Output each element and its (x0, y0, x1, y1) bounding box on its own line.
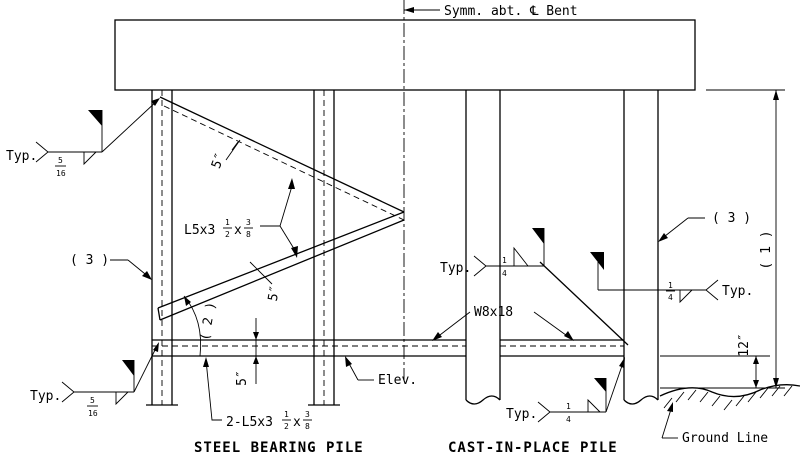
cip-pile-left (465, 90, 501, 405)
ground-line-label: Ground Line (682, 431, 768, 446)
elev-leader (345, 356, 374, 381)
svg-text:1: 1 (284, 410, 289, 419)
brace-member-leader (260, 178, 298, 258)
lower-diagonal-brace (157, 211, 405, 321)
elev-label: Elev. (378, 373, 417, 388)
svg-text:16: 16 (88, 409, 98, 418)
symm-label: Symm. abt. ℄ Bent (444, 4, 578, 19)
dimension-12in (660, 355, 785, 389)
svg-text:4: 4 (668, 293, 673, 302)
svg-text:x: x (234, 223, 242, 238)
dimension-5in-lower-label: 5″ (266, 284, 283, 302)
brace-member-label: L5x3 1 2 x 3 8 (184, 218, 253, 239)
dimension-1 (706, 89, 785, 388)
dimension-5in-upper-label: 5″ (209, 151, 228, 171)
svg-text:1: 1 (566, 402, 571, 411)
dimension-5in-strut (253, 318, 259, 384)
svg-text:4: 4 (502, 269, 507, 278)
dimension-1-label: ( 1 ) (759, 230, 774, 269)
strut-member-label: W8x18 (474, 305, 513, 320)
svg-text:3: 3 (305, 410, 310, 419)
svg-text:1: 1 (668, 281, 673, 290)
svg-text:2: 2 (284, 422, 289, 431)
double-angle-label: 2-L5x3 1 2 x 3 8 (226, 410, 312, 431)
steel-pile-caption: STEEL BEARING PILE (194, 440, 364, 454)
svg-text:Typ.: Typ. (722, 284, 753, 299)
weld-symbol-bottom-left: Typ. 5 16 (30, 342, 159, 418)
cip-diagonal-brace (539, 261, 629, 346)
upper-diagonal-brace (159, 96, 405, 221)
svg-text:8: 8 (305, 422, 310, 431)
dimension-5in-strut-label: 5″ (235, 370, 250, 386)
ground-line-leader (661, 402, 678, 439)
weld-symbol-right: 1 4 Typ. (590, 252, 753, 304)
w8x18-strut (500, 339, 624, 357)
double-angle-strut (152, 339, 466, 357)
weld-symbol-bottom-right: Typ. 1 4 (506, 357, 625, 424)
double-angle-leader (203, 357, 222, 421)
weld-symbol-mid: Typ. 1 4 (440, 228, 545, 278)
strut-member-leader (432, 311, 574, 341)
svg-text:5: 5 (58, 156, 63, 165)
svg-text:x: x (293, 415, 301, 430)
svg-text:Typ.: Typ. (6, 149, 37, 164)
svg-text:Typ.: Typ. (440, 261, 471, 276)
pier-cap (114, 19, 696, 91)
dimension-5in-lower (249, 261, 273, 285)
dimension-2 (183, 295, 202, 357)
callout-3-right-leader (658, 217, 705, 242)
cip-pile-caption: CAST-IN-PLACE PILE (448, 440, 618, 454)
steel-pile-left (146, 90, 178, 406)
callout-3-left-leader (110, 259, 152, 280)
svg-text:Typ.: Typ. (506, 407, 537, 422)
weld-symbol-top-left: Typ. 5 16 (6, 98, 160, 178)
symm-leader (404, 7, 440, 13)
callout-3-right: ( 3 ) (712, 211, 751, 226)
svg-text:16: 16 (56, 169, 66, 178)
svg-text:2-L5x3: 2-L5x3 (226, 415, 273, 430)
svg-text:Typ.: Typ. (30, 389, 61, 404)
dimension-2-label: ( 2 ) (198, 301, 220, 342)
svg-text:L5x3: L5x3 (184, 223, 215, 238)
svg-text:4: 4 (566, 415, 571, 424)
cip-pile-right (623, 90, 659, 405)
svg-text:2: 2 (225, 230, 230, 239)
dimension-12in-label: 12″ (737, 333, 752, 356)
callout-3-left: ( 3 ) (70, 253, 109, 268)
svg-text:8: 8 (246, 230, 251, 239)
dimension-5in-upper (225, 139, 241, 161)
ground-line (659, 384, 800, 411)
svg-text:3: 3 (246, 218, 251, 227)
svg-text:5: 5 (90, 396, 95, 405)
svg-text:1: 1 (502, 256, 507, 265)
svg-text:1: 1 (225, 218, 230, 227)
